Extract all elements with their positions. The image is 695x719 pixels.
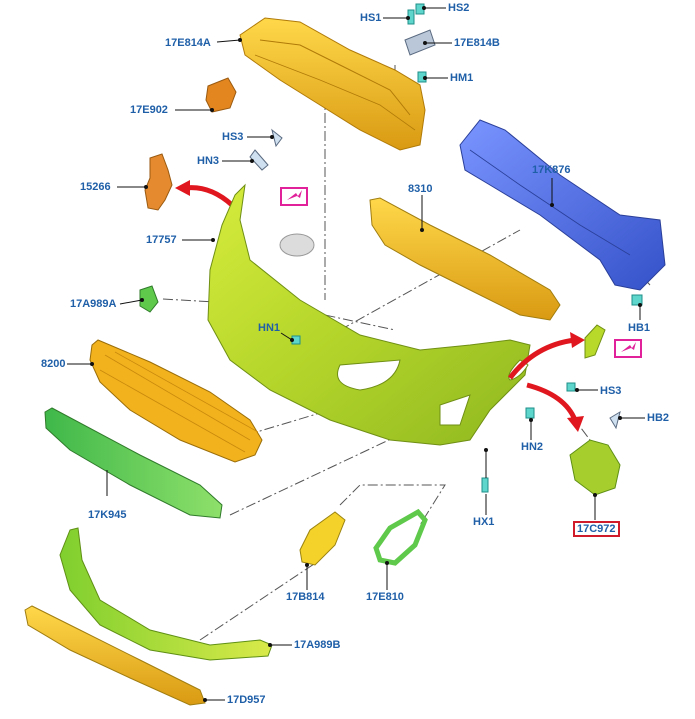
clip-hx1	[481, 477, 489, 493]
label-17e902: 17E902	[130, 104, 168, 116]
part-17A989A	[139, 285, 159, 313]
label-17b814: 17B814	[286, 591, 325, 603]
part-17757	[207, 183, 531, 446]
clip-hs3-right	[566, 382, 576, 392]
clip-hn2	[525, 407, 535, 419]
label-hx1: HX1	[473, 516, 495, 528]
fasteners-hs3-hn3	[249, 128, 283, 171]
part-8310	[369, 197, 561, 321]
label-17k945: 17K945	[88, 509, 127, 521]
part-17E810	[373, 508, 428, 566]
part-17E814A	[239, 17, 426, 151]
emblem-plate	[279, 233, 315, 257]
label-17e810: 17E810	[366, 591, 404, 603]
part-17B814	[299, 511, 346, 566]
leader-lines	[67, 6, 645, 702]
label-17a989a: 17A989A	[70, 298, 117, 310]
label-hs3-top: HS3	[222, 131, 244, 143]
label-hb1: HB1	[628, 322, 651, 334]
part-right-strip	[584, 324, 606, 359]
label-hs3-right: HS3	[600, 385, 622, 397]
label-17k876: 17K876	[532, 164, 571, 176]
label-15266: 15266	[80, 181, 111, 193]
label-hs1: HS1	[360, 12, 382, 24]
label-17e814a: 17E814A	[165, 37, 211, 49]
part-17K945	[44, 407, 223, 519]
label-17c972: 17C972	[573, 521, 620, 537]
label-17757: 17757	[146, 234, 177, 246]
part-8200	[89, 339, 263, 463]
red-arrow-upper-right	[508, 332, 585, 380]
label-hn1: HN1	[258, 322, 281, 334]
part-17C972	[569, 439, 621, 496]
red-arrow-left	[175, 180, 234, 207]
label-hs2: HS2	[448, 2, 470, 14]
label-17d957: 17D957	[227, 694, 266, 706]
label-8200: 8200	[41, 358, 66, 370]
clip-hb2	[609, 410, 621, 430]
label-hn2: HN2	[521, 441, 544, 453]
red-arrow-lower-right	[526, 382, 584, 432]
part-15266	[144, 153, 173, 211]
badge-marker-icon	[280, 187, 308, 206]
badge-marker-icon	[614, 339, 642, 358]
label-17a989b: 17A989B	[294, 639, 341, 651]
label-hb2: HB2	[647, 412, 670, 424]
part-17E902	[205, 77, 237, 113]
label-hm1: HM1	[450, 72, 474, 84]
label-8310: 8310	[408, 183, 433, 195]
part-17D957	[24, 605, 206, 706]
label-hn3: HN3	[197, 155, 220, 167]
label-17e814b: 17E814B	[454, 37, 500, 49]
